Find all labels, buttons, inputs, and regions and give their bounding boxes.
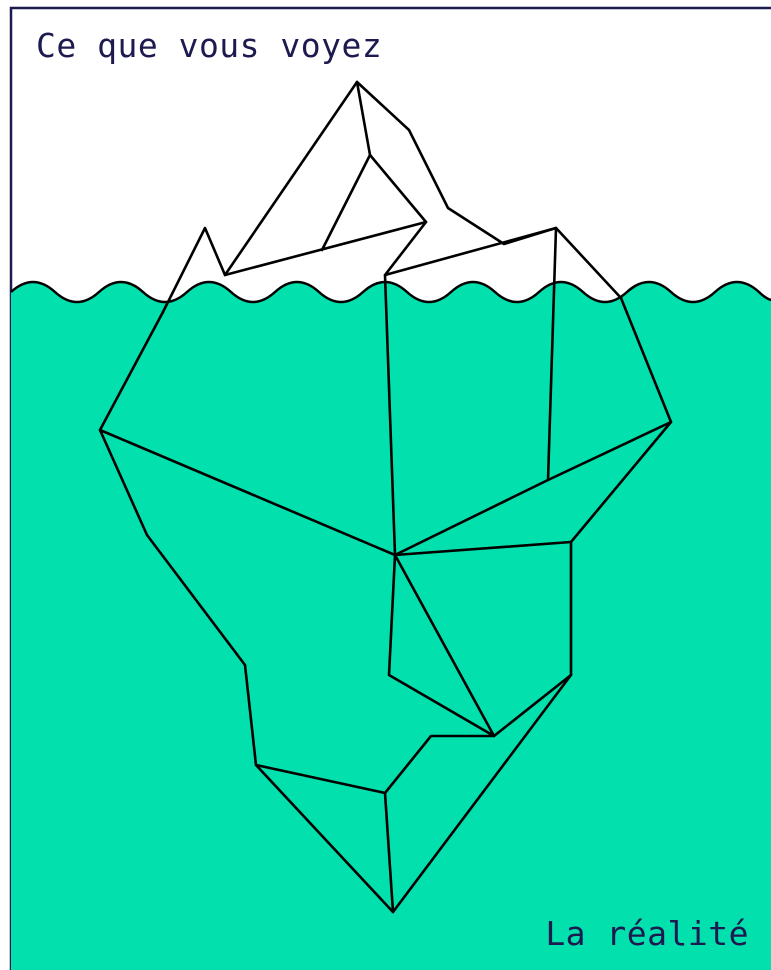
iceberg-tip-outline <box>163 82 621 312</box>
label-above-water: Ce que vous voyez <box>36 26 382 65</box>
iceberg-tip-facet-1 <box>225 155 426 275</box>
label-below-water: La réalité <box>545 914 749 953</box>
iceberg-tip-facet-3 <box>385 222 556 275</box>
